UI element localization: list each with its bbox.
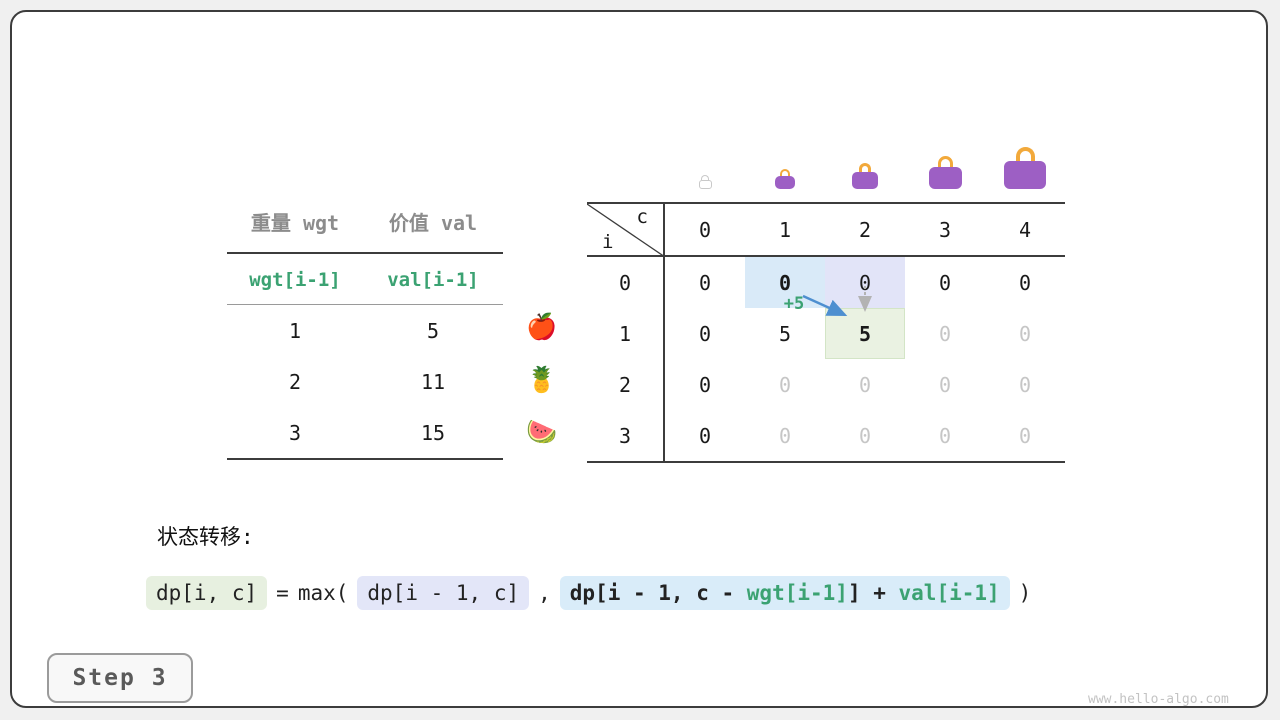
dp-cell-1-3: 0 — [938, 321, 952, 346]
formula-term1: dp[i - 1, c] — [357, 576, 530, 610]
bag-body — [852, 172, 878, 189]
dp-corner-cell: c i — [587, 204, 665, 257]
dp-cell-3-0: 0 — [698, 423, 712, 448]
bag-handle — [780, 169, 790, 176]
dp-cell-0-3: 0 — [938, 270, 952, 295]
step-badge: Step 3 — [47, 653, 193, 703]
item-table-header: 重量 wgt 价值 val — [227, 208, 503, 238]
dp-cell-3-2: 0 — [858, 423, 872, 448]
watermark: www.hello-algo.com — [1088, 692, 1229, 707]
dp-cell-1-2: 5 — [825, 308, 905, 359]
formula-max-open: max( — [297, 581, 349, 605]
col-axis-label: c — [636, 206, 648, 228]
weight-header: 重量 wgt — [250, 211, 340, 235]
dp-row-label-1: 1 — [587, 308, 665, 359]
bag-handle — [859, 163, 871, 172]
dp-table: c i 0 1 2 3 4 0 0 0 0 0 0 1 0 5 5 0 0 2 … — [587, 202, 1065, 463]
dp-row-label-2: 2 — [587, 359, 665, 410]
item-table: 重量 wgt 价值 val wgt[i-1] val[i-1] 1 5 2 11… — [227, 202, 503, 462]
bag-handle — [701, 175, 709, 180]
transition-formula: dp[i, c] = max( dp[i - 1, c] , dp[i - 1,… — [146, 573, 1031, 613]
item-2-value: 11 — [420, 370, 446, 394]
term2-val: val[i-1] — [898, 581, 1000, 605]
item-row-1: 1 5 — [227, 316, 503, 346]
dp-cell-2-2: 0 — [858, 372, 872, 397]
item-row-3: 3 15 — [227, 418, 503, 448]
dp-cell-3-1: 0 — [778, 423, 792, 448]
dp-row-label-3: 3 — [587, 410, 665, 461]
dp-cell-3-4: 0 — [1018, 423, 1032, 448]
dp-cell-0-4: 0 — [1018, 270, 1032, 295]
dp-cell-2-3: 0 — [938, 372, 952, 397]
bag-body — [1004, 161, 1046, 189]
term2-wgt: wgt[i-1] — [746, 581, 848, 605]
dp-row-label-0: 0 — [587, 257, 665, 308]
figure-card: 重量 wgt 价值 val wgt[i-1] val[i-1] 1 5 2 11… — [10, 10, 1268, 708]
bag-icon-capacity-2 — [852, 163, 878, 189]
bag-body — [775, 176, 795, 189]
plus-value-annotation: +5 — [783, 294, 805, 314]
item-table-formula-row: wgt[i-1] val[i-1] — [227, 265, 503, 295]
dp-cell-1-1: 5 — [778, 321, 792, 346]
val-formula-label: val[i-1] — [387, 269, 479, 291]
dp-col-header-0: 0 — [665, 204, 745, 257]
dp-cell-2-0: 0 — [698, 372, 712, 397]
row-axis-label: i — [602, 231, 614, 253]
dp-col-header-2: 2 — [825, 204, 905, 257]
dp-col-header-3: 3 — [905, 204, 985, 257]
bag-handle — [1015, 147, 1035, 161]
dp-cell-3-3: 0 — [938, 423, 952, 448]
wgt-formula-label: wgt[i-1] — [249, 269, 341, 291]
formula-lhs: dp[i, c] — [146, 576, 268, 610]
dp-cell-2-4: 0 — [1018, 372, 1032, 397]
item-1-weight: 1 — [288, 319, 302, 343]
item-3-weight: 3 — [288, 421, 302, 445]
bag-body — [928, 167, 962, 189]
dp-cell-2-1: 0 — [778, 372, 792, 397]
term2-part3: ] + — [847, 581, 899, 605]
dp-cell-0-2: 0 — [825, 257, 905, 308]
capacity-bags — [665, 136, 1065, 194]
bag-icon-capacity-1 — [775, 169, 795, 189]
formula-comma: , — [538, 581, 551, 605]
item-table-rule-bottom — [227, 458, 503, 460]
dp-cell-1-4: 0 — [1018, 321, 1032, 346]
transition-heading: 状态转移: — [157, 525, 254, 549]
bag-body — [698, 180, 712, 189]
item-1-value: 5 — [426, 319, 440, 343]
formula-close-paren: ) — [1018, 581, 1032, 605]
bag-icon-capacity-4 — [1004, 147, 1046, 189]
watermelon-icon: 🍉 — [526, 417, 558, 446]
diagonal-divider — [587, 204, 665, 257]
item-table-rule-top — [227, 252, 503, 254]
item-row-2: 2 11 — [227, 367, 503, 397]
formula-term2: dp[i - 1, c - wgt[i-1]] + val[i-1] — [559, 576, 1010, 610]
dp-cell-1-0: 0 — [698, 321, 712, 346]
bag-icon-capacity-0 — [698, 175, 712, 189]
formula-equals: = — [276, 581, 289, 605]
dp-col-header-4: 4 — [985, 204, 1065, 257]
dp-cell-0-0: 0 — [698, 270, 712, 295]
item-table-rule-mid — [227, 304, 503, 305]
item-3-value: 15 — [420, 421, 446, 445]
bag-handle — [937, 156, 953, 167]
value-header: 价值 val — [388, 211, 478, 235]
term2-part1: dp[i - 1, c - — [569, 581, 747, 605]
apple-icon: 🍎 — [526, 312, 558, 341]
item-2-weight: 2 — [288, 370, 302, 394]
pineapple-icon: 🍍 — [526, 365, 558, 394]
dp-col-header-1: 1 — [745, 204, 825, 257]
bag-icon-capacity-3 — [928, 156, 962, 189]
